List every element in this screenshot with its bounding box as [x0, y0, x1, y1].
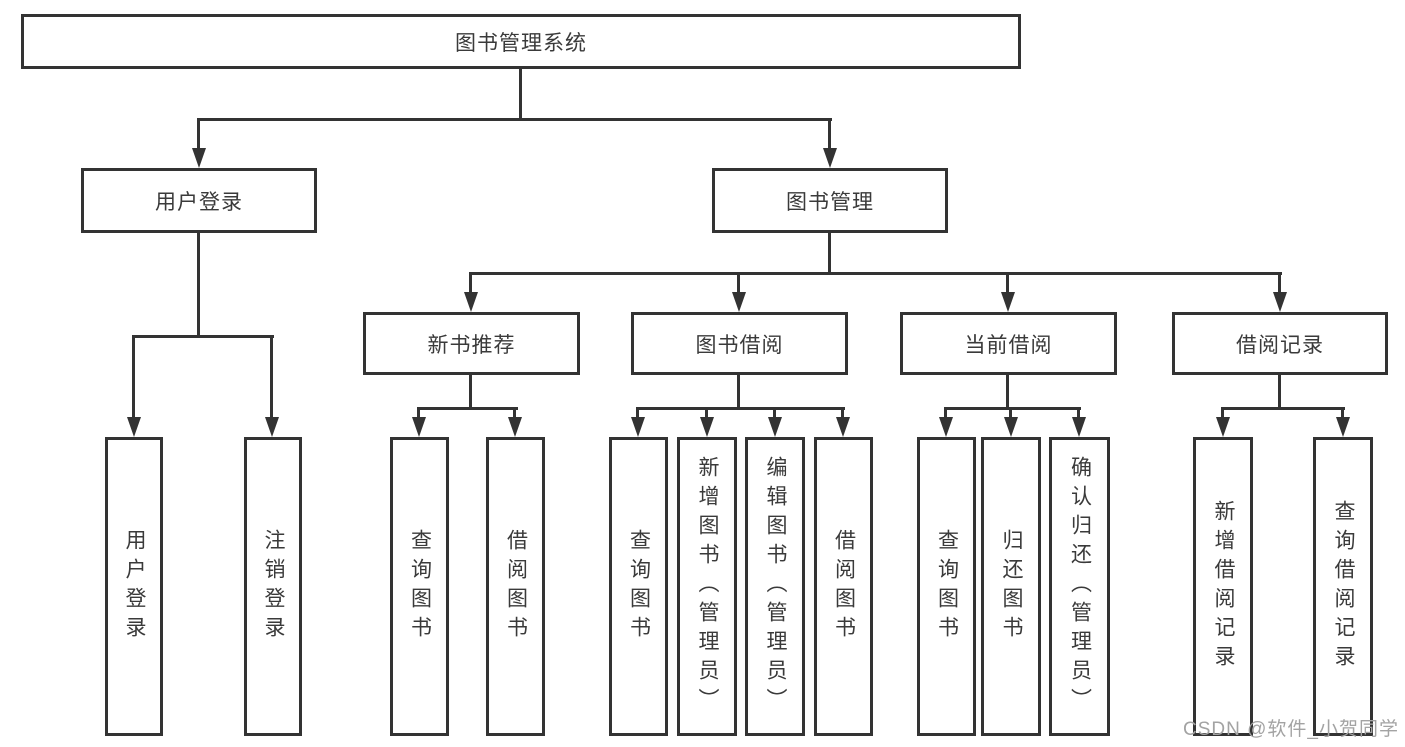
node-book-borrowing: 图书借阅 [631, 312, 848, 375]
arrowhead-down-icon [1273, 292, 1287, 312]
node-new-book-recommend: 新书推荐 [363, 312, 580, 375]
leaf-newbook-borrow-books: 借阅图书 [486, 437, 545, 736]
connector-line-vertical [705, 407, 708, 419]
node-current-borrowing: 当前借阅 [900, 312, 1117, 375]
leaf-borrowing-edit-books-admin: 编辑图书（管理员） [745, 437, 805, 736]
arrowhead-down-icon [700, 417, 714, 437]
arrowhead-down-icon [732, 292, 746, 312]
leaf-user-login: 用户登录 [105, 437, 163, 736]
connector-line-vertical [513, 407, 516, 419]
leaf-borrowing-query-books: 查询图书 [609, 437, 668, 736]
connector-line-vertical [944, 407, 947, 419]
connector-line-vertical [1006, 375, 1009, 410]
connector-line-vertical [1341, 407, 1344, 419]
connector-line-horizontal [133, 335, 274, 338]
arrowhead-down-icon [1001, 292, 1015, 312]
node-borrowing-records: 借阅记录 [1172, 312, 1388, 375]
connector-line-vertical [519, 68, 522, 121]
connector-line-horizontal [637, 407, 845, 410]
leaf-current-confirm-return-admin: 确认归还（管理员） [1049, 437, 1110, 736]
connector-line-vertical [1221, 407, 1224, 419]
arrowhead-down-icon [1336, 417, 1350, 437]
connector-line-horizontal [1221, 407, 1345, 410]
connector-line-vertical [469, 375, 472, 410]
arrowhead-down-icon [823, 148, 837, 168]
csdn-watermark: CSDN @软件_小贺同学 [1183, 719, 1399, 740]
connector-line-vertical [1278, 272, 1281, 294]
connector-line-vertical [1278, 375, 1281, 410]
leaf-records-query-record: 查询借阅记录 [1313, 437, 1373, 736]
connector-line-vertical [1009, 407, 1012, 419]
connector-line-vertical [828, 118, 831, 150]
connector-line-vertical [773, 407, 776, 419]
arrowhead-down-icon [836, 417, 850, 437]
connector-line-vertical [197, 118, 200, 150]
connector-line-vertical [828, 233, 831, 275]
leaf-borrowing-borrow-books: 借阅图书 [814, 437, 873, 736]
connector-line-horizontal [198, 118, 832, 121]
connector-line-horizontal [417, 407, 518, 410]
connector-line-vertical [737, 375, 740, 410]
leaf-logout: 注销登录 [244, 437, 302, 736]
arrowhead-down-icon [1216, 417, 1230, 437]
connector-line-vertical [1077, 407, 1080, 419]
arrowhead-down-icon [127, 417, 141, 437]
leaf-borrowing-add-books-admin: 新增图书（管理员） [677, 437, 737, 736]
connector-line-vertical [270, 335, 273, 419]
arrowhead-down-icon [1004, 417, 1018, 437]
connector-line-vertical [197, 233, 200, 338]
arrowhead-down-icon [192, 148, 206, 168]
node-root-library-system: 图书管理系统 [21, 14, 1021, 69]
arrowhead-down-icon [939, 417, 953, 437]
connector-line-vertical [417, 407, 420, 419]
leaf-current-query-books: 查询图书 [917, 437, 976, 736]
arrowhead-down-icon [508, 417, 522, 437]
arrowhead-down-icon [464, 292, 478, 312]
connector-line-horizontal [944, 407, 1081, 410]
node-user-login: 用户登录 [81, 168, 317, 233]
node-book-management: 图书管理 [712, 168, 948, 233]
leaf-current-return-books: 归还图书 [981, 437, 1041, 736]
arrowhead-down-icon [768, 417, 782, 437]
arrowhead-down-icon [1072, 417, 1086, 437]
leaf-newbook-query-books: 查询图书 [390, 437, 449, 736]
connector-line-vertical [1006, 272, 1009, 294]
arrowhead-down-icon [631, 417, 645, 437]
connector-line-horizontal [470, 272, 1282, 275]
connector-line-vertical [469, 272, 472, 294]
leaf-records-add-record: 新增借阅记录 [1193, 437, 1253, 736]
connector-line-vertical [132, 335, 135, 419]
connector-line-vertical [841, 407, 844, 419]
connector-line-vertical [737, 272, 740, 294]
connector-line-vertical [636, 407, 639, 419]
arrowhead-down-icon [412, 417, 426, 437]
arrowhead-down-icon [265, 417, 279, 437]
